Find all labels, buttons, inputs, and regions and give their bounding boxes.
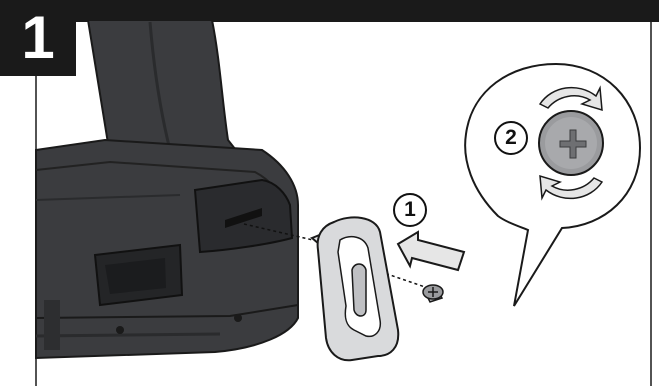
magnifier-callout xyxy=(465,64,640,306)
callout-number-2: 2 xyxy=(494,121,528,155)
screw xyxy=(423,285,443,302)
insert-arrow xyxy=(398,232,464,270)
step-number-badge: 1 xyxy=(0,0,76,76)
belt-clip xyxy=(312,217,398,360)
top-banner xyxy=(0,0,659,22)
callout-number-1: 1 xyxy=(393,193,427,227)
